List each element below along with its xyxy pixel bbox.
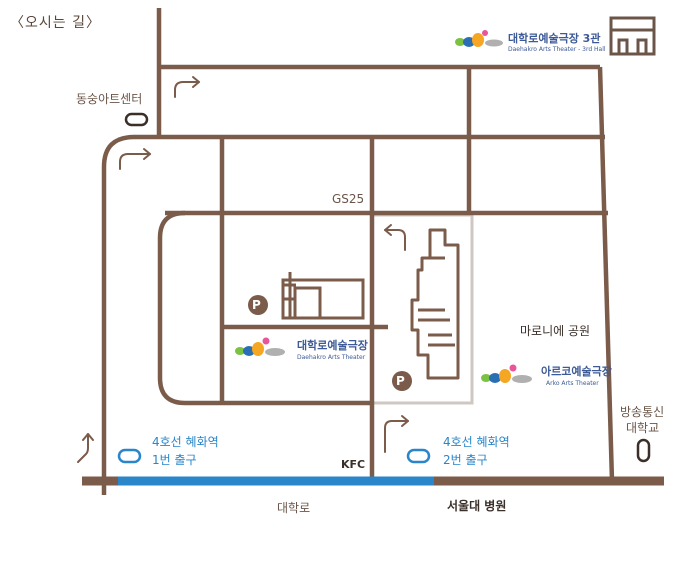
label-exit1-number: 1번 출구	[152, 453, 197, 467]
label-kfc: KFC	[341, 458, 366, 471]
label-snu-hospital: 서울대 병원	[447, 499, 507, 513]
label-arko-theater: 아르코예술극장	[541, 365, 612, 378]
label-theater-3rd-hall-en: Daehakro Arts Theater - 3rd Hall	[508, 46, 606, 53]
theater-logo-icon	[235, 337, 285, 356]
label-arko-theater-en: Arko Arts Theater	[546, 380, 599, 387]
subway-exit-1-icon	[117, 448, 142, 464]
arko-theater-building-icon	[410, 228, 460, 380]
parking-label: P	[252, 298, 261, 312]
road-left-loop	[101, 134, 605, 495]
arrow-turn-left-icon	[384, 224, 406, 251]
label-dongsung-art-center: 동숭아트센터	[76, 92, 143, 106]
theater-logo-icon	[481, 364, 532, 383]
parking-label: P	[396, 374, 405, 388]
label-broadcast-univ-2: 대학교	[626, 421, 660, 435]
daehakro-theater-building-icon	[281, 272, 365, 320]
label-gs25: GS25	[332, 192, 365, 206]
subway-exit-2-icon	[406, 448, 431, 464]
road-inner-loop	[157, 210, 372, 406]
arrow-turn-right-icon	[174, 76, 200, 98]
page-title: 〈오시는 길〉	[10, 15, 101, 31]
label-theater-3rd-hall: 대학로예술극장 3관	[508, 32, 601, 45]
bus-stop-icon	[124, 112, 149, 127]
label-main-theater-en: Daehakro Arts Theater	[297, 354, 366, 361]
label-daehak-ro: 대학로	[277, 501, 311, 515]
arrow-up-icon	[77, 433, 94, 463]
parking-icon	[248, 295, 268, 315]
label-exit1-line: 4호선 혜화역	[152, 435, 219, 449]
road-right-vertical	[597, 66, 615, 482]
parking-icon	[392, 371, 412, 391]
label-maronie-park: 마로니에 공원	[520, 324, 591, 338]
arrow-turn-right-icon	[119, 148, 151, 170]
label-main-theater: 대학로예술극장	[297, 339, 368, 352]
building-icon	[609, 16, 656, 56]
bus-stop-icon	[636, 438, 651, 463]
label-broadcast-univ-1: 방송통신	[620, 405, 665, 419]
arrow-turn-right-icon	[384, 415, 409, 453]
label-exit2-number: 2번 출구	[443, 453, 488, 467]
theater-logo-icon	[455, 30, 503, 47]
label-exit2-line: 4호선 혜화역	[443, 435, 510, 449]
